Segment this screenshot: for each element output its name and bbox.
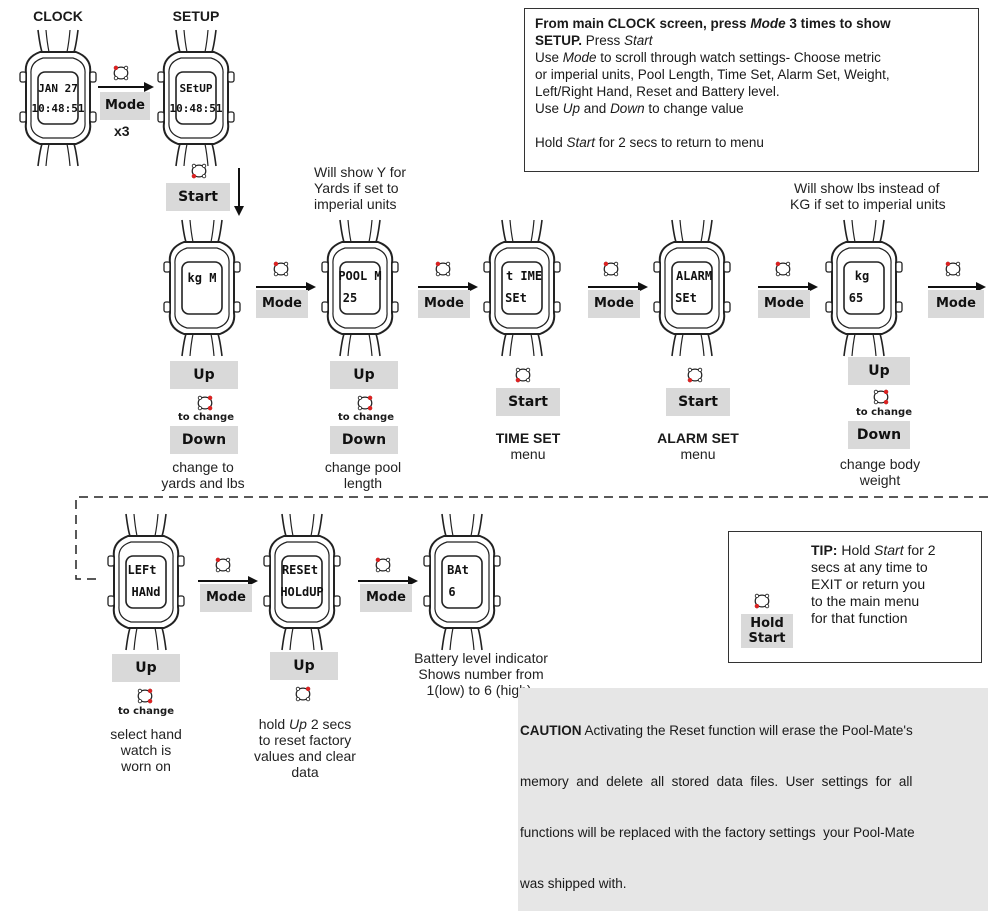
start-button[interactable]: Start: [166, 183, 230, 211]
up-button[interactable]: Up: [112, 654, 180, 682]
svg-text:kg M: kg M: [188, 271, 217, 285]
start-button[interactable]: Start: [496, 388, 560, 416]
press-mode-icon: [945, 261, 961, 277]
down-button[interactable]: Down: [170, 426, 238, 454]
caution-box: CAUTION Activating the Reset function wi…: [518, 688, 988, 911]
svg-text:SEtUP: SEtUP: [179, 82, 212, 95]
press-up-icon: [873, 389, 889, 405]
svg-text:kg: kg: [855, 269, 869, 283]
press-start-icon: [687, 367, 703, 383]
watch-setup: SEtUP 10:48:51: [157, 29, 235, 167]
mode-button[interactable]: Mode: [928, 290, 984, 318]
x3-label: x3: [114, 123, 130, 139]
svg-text:JAN 27: JAN 27: [38, 82, 78, 95]
mode-button[interactable]: Mode: [588, 290, 640, 318]
clock-label: CLOCK: [33, 8, 83, 24]
to-change-label: to change: [338, 412, 394, 423]
press-up-icon: [137, 688, 153, 704]
mode-button[interactable]: Mode: [256, 290, 308, 318]
watch-weight: kg 65: [825, 219, 903, 357]
svg-text:RESEt: RESEt: [282, 563, 318, 577]
arrow-right-icon: [358, 576, 418, 586]
press-mode-icon: [273, 261, 289, 277]
press-mode-icon: [603, 261, 619, 277]
svg-text:LEFt: LEFt: [128, 563, 157, 577]
press-mode-icon: [435, 261, 451, 277]
press-mode-icon: [215, 557, 231, 573]
up-button[interactable]: Up: [170, 361, 238, 389]
press-up-icon: [357, 395, 373, 411]
up-button[interactable]: Up: [330, 361, 398, 389]
dashed-connector: [75, 496, 988, 580]
watch-pool: POOL M 25: [321, 219, 399, 357]
svg-text:6: 6: [448, 585, 455, 599]
watch-reset: RESEt HOLdUP: [263, 513, 341, 651]
arrow-right-icon: [198, 576, 258, 586]
setup-label: SETUP: [172, 8, 220, 24]
watch-alarm: ALARM SEt: [653, 219, 731, 357]
press-up-icon: [295, 686, 311, 702]
svg-text:BAt: BAt: [447, 563, 469, 577]
svg-text:t IME: t IME: [506, 269, 542, 283]
press-start-icon: [754, 593, 770, 609]
up-button[interactable]: Up: [270, 652, 338, 680]
arrow-right-icon: [588, 282, 648, 292]
alarm-set-menu: menu: [680, 446, 716, 462]
svg-text:SEt: SEt: [505, 291, 527, 305]
watch-battery: BAt 6: [423, 513, 501, 651]
watch-clock: JAN 27 10:48:51: [19, 29, 97, 167]
arrow-right-icon: [928, 282, 986, 292]
press-mode-icon: [113, 65, 129, 81]
press-start-icon: [191, 163, 207, 179]
arrow-right-icon: [758, 282, 818, 292]
arrow-right-icon: [418, 282, 478, 292]
to-change-label: to change: [178, 412, 234, 423]
arrow-right-icon: [256, 282, 316, 292]
down-button[interactable]: Down: [330, 426, 398, 454]
mode-button[interactable]: Mode: [418, 290, 470, 318]
mode-button[interactable]: Mode: [100, 92, 150, 120]
watch-hand: LEFt HANd: [107, 513, 185, 651]
to-change-label: to change: [118, 706, 174, 717]
svg-text:ALARM: ALARM: [676, 269, 712, 283]
press-mode-icon: [775, 261, 791, 277]
svg-text:25: 25: [343, 291, 357, 305]
svg-text:HANd: HANd: [132, 585, 161, 599]
mode-button[interactable]: Mode: [360, 584, 412, 612]
svg-text:POOL M: POOL M: [338, 269, 381, 283]
arrow-down-icon: [234, 168, 244, 216]
press-up-icon: [197, 395, 213, 411]
start-button[interactable]: Start: [666, 388, 730, 416]
svg-text:SEt: SEt: [675, 291, 697, 305]
tip-text: TIP: Hold Start for 2 secs at any time t…: [811, 542, 936, 626]
up-button[interactable]: Up: [848, 357, 910, 385]
svg-text:HOLdUP: HOLdUP: [280, 585, 323, 599]
mode-button[interactable]: Mode: [200, 584, 252, 612]
to-change-label: to change: [856, 407, 912, 418]
svg-text:65: 65: [849, 291, 863, 305]
arrow-right-icon: [98, 82, 154, 92]
time-set-title: TIME SET: [495, 430, 561, 446]
instructions-box: From main CLOCK screen, press Mode 3 tim…: [524, 8, 979, 172]
down-button[interactable]: Down: [848, 421, 910, 449]
svg-text:10:48:51: 10:48:51: [170, 102, 223, 115]
alarm-set-title: ALARM SET: [657, 430, 739, 446]
watch-time: t IME SEt: [483, 219, 561, 357]
watch-kg: kg M: [163, 219, 241, 357]
press-start-icon: [515, 367, 531, 383]
time-set-menu: menu: [510, 446, 546, 462]
press-mode-icon: [375, 557, 391, 573]
svg-text:10:48:51: 10:48:51: [32, 102, 85, 115]
mode-button[interactable]: Mode: [758, 290, 810, 318]
